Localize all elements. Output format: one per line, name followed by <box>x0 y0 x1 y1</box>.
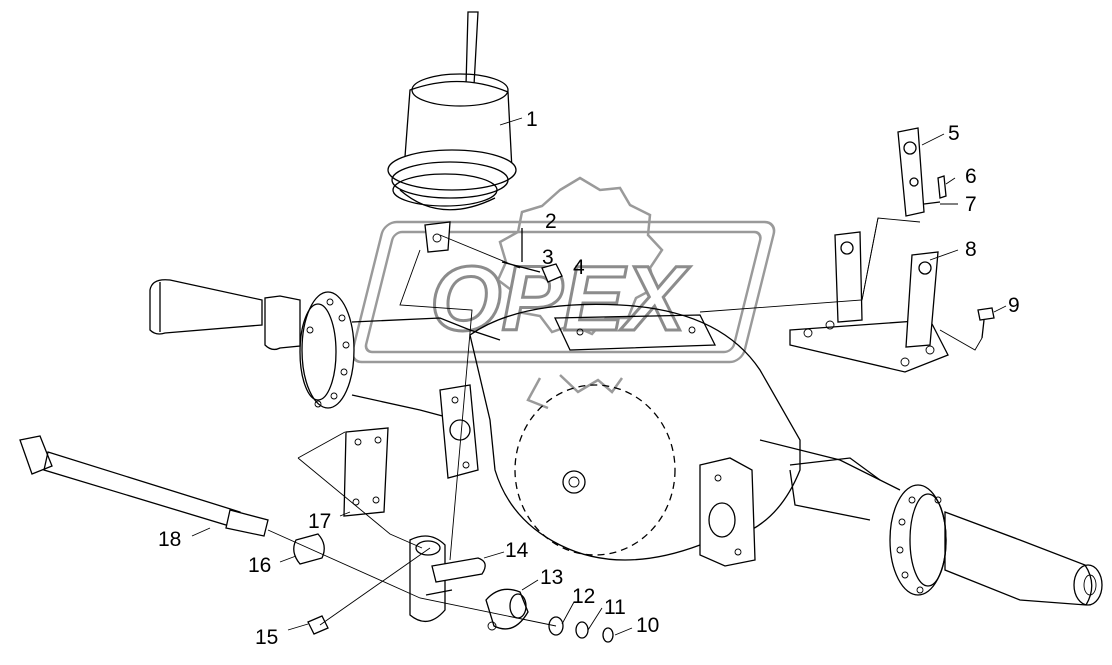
label-9: 9 <box>1008 294 1020 317</box>
label-7: 7 <box>965 193 977 216</box>
label-10: 10 <box>636 614 659 637</box>
part-plate-bolt-washer <box>897 127 947 217</box>
label-15: 15 <box>255 626 278 649</box>
part-labels: 1 2 3 4 5 6 7 8 9 10 11 12 13 14 15 16 1… <box>158 108 1020 649</box>
label-13: 13 <box>540 566 563 589</box>
assembly-lines <box>191 117 1007 636</box>
label-3: 3 <box>542 246 554 269</box>
part-bolt-9 <box>977 307 995 339</box>
label-12: 12 <box>572 585 595 608</box>
label-2: 2 <box>545 210 557 233</box>
part-13-housing <box>485 588 529 631</box>
part-brake-chamber <box>387 11 517 253</box>
watermark-logo: OPEX <box>351 176 776 410</box>
part-slack-adjuster <box>409 535 486 622</box>
part-seals-12-11-10 <box>548 616 614 643</box>
part-plate-17 <box>343 427 389 517</box>
part-15-pin <box>307 615 329 635</box>
label-1: 1 <box>526 108 538 131</box>
label-17: 17 <box>308 510 331 533</box>
label-4: 4 <box>573 256 585 279</box>
watermark-text: OPEX <box>430 248 690 350</box>
label-6: 6 <box>965 165 977 188</box>
label-8: 8 <box>965 238 977 261</box>
label-11: 11 <box>604 596 626 619</box>
part-shaft <box>19 435 269 537</box>
part-bushing <box>293 533 325 565</box>
label-18: 18 <box>158 528 181 551</box>
part-support-bracket <box>789 217 949 373</box>
label-5: 5 <box>948 122 960 145</box>
label-14: 14 <box>505 539 529 562</box>
label-16: 16 <box>248 554 271 577</box>
axle-housing <box>149 279 1103 606</box>
